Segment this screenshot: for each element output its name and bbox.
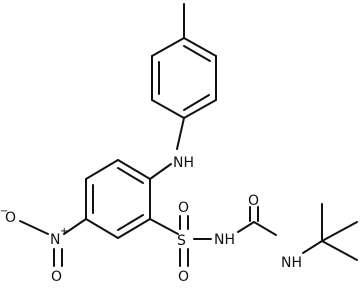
bond-ring-sulfur	[149, 218, 179, 235]
carbonyl-bonds	[249, 206, 259, 222]
bond-nh-carbonyl	[237, 221, 255, 233]
bond-tolyl-nh	[176, 117, 185, 150]
nitro-plus-sign: +	[60, 226, 68, 237]
nitro-oxygen-label: O	[51, 269, 62, 285]
nitro-bonds	[19, 220, 63, 267]
bond-nh-tbutyl	[302, 240, 323, 254]
nitro-nitrogen-label: N	[50, 232, 60, 248]
nh-tbutyl-label: NH	[281, 255, 302, 271]
sulfonyl-oxygen-right-label: O	[178, 269, 189, 285]
tert-butyl-bonds	[321, 203, 358, 261]
bond-carbonyl-nh	[253, 221, 277, 236]
carbonyl-oxygen-label: O	[248, 193, 259, 209]
nh-sulfonyl-label: NH	[214, 232, 235, 248]
nitro-minus-sign: −	[0, 206, 8, 217]
sulfur-label: S	[177, 233, 186, 249]
tolyl-ring	[151, 37, 217, 119]
sulfonyl-bonds	[179, 215, 189, 267]
bond-nh-ring	[149, 163, 172, 180]
bond-ring-nitro	[63, 218, 87, 235]
nitrophenyl-ring	[85, 159, 151, 239]
nitro-oxygen-minus-label: O	[5, 210, 16, 226]
nh-aniline-label: NH	[173, 155, 194, 171]
sulfonyl-oxygen-left-label: O	[178, 200, 189, 216]
